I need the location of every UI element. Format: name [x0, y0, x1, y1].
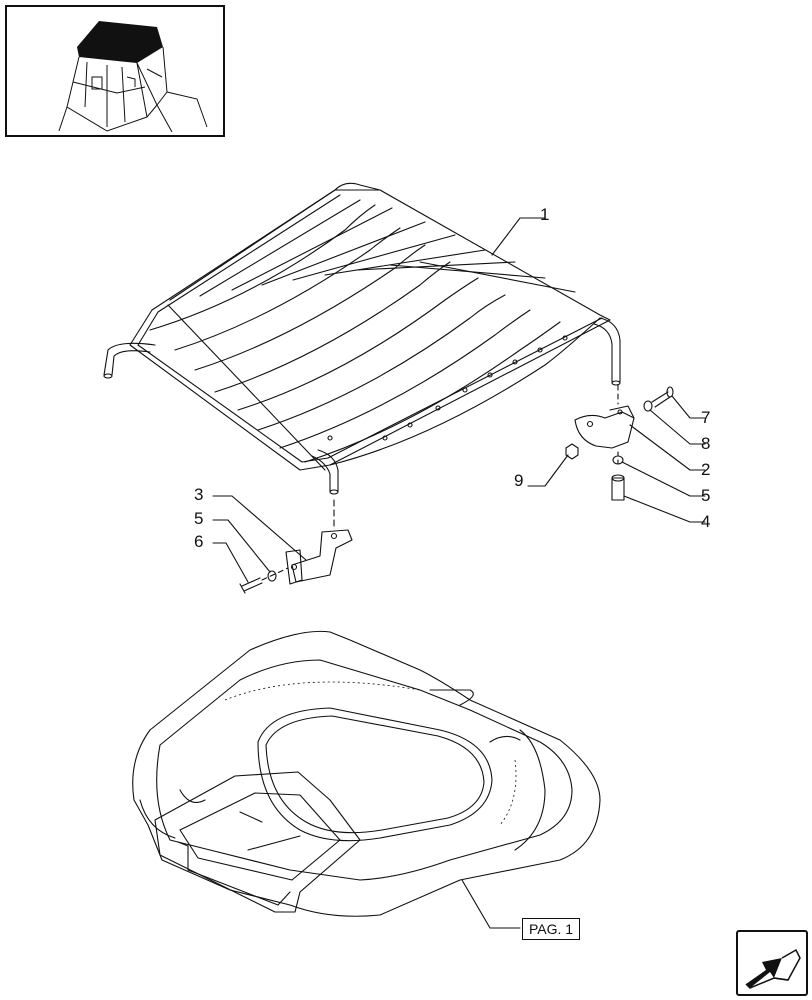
- right-screw-7: [651, 386, 674, 408]
- page-reference[interactable]: PAG. 1: [522, 918, 581, 940]
- locator-thumbnail: [5, 5, 225, 137]
- callout-8: 8: [701, 434, 711, 453]
- next-page-arrow-icon: [745, 948, 801, 989]
- next-page-button[interactable]: [736, 930, 808, 996]
- tractor-cab-locator-icon: [58, 21, 208, 133]
- callout-1: 1: [540, 205, 550, 224]
- callout-2: 2: [701, 460, 711, 479]
- cab-roof-shell: [132, 630, 601, 917]
- nut-9: [565, 443, 579, 460]
- right-screw-4: [611, 474, 625, 501]
- left-washer: [267, 570, 277, 582]
- callout-6: 6: [194, 532, 204, 551]
- roof-guard-grid: [103, 182, 621, 495]
- callout-5-left: 5: [194, 509, 204, 528]
- callout-7: 7: [701, 408, 711, 427]
- callout-3: 3: [194, 485, 204, 504]
- callout-9: 9: [514, 471, 524, 490]
- left-screw: [239, 577, 263, 594]
- callout-4: 4: [701, 512, 711, 531]
- right-washer-8: [643, 400, 653, 412]
- left-bracket: [285, 499, 353, 585]
- callout-5-right: 5: [701, 486, 711, 505]
- right-bracket: [574, 405, 635, 449]
